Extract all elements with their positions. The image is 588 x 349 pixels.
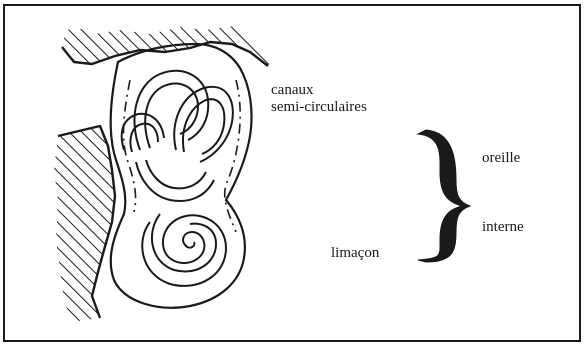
label-canals-line2: semi-circulaires xyxy=(271,99,367,116)
label-cochlea: limaçon xyxy=(331,245,379,262)
label-ear-line1: oreille xyxy=(482,150,520,167)
label-canals-line1: canaux xyxy=(271,82,367,99)
label-ear-line2: interne xyxy=(482,219,524,236)
vestibule xyxy=(136,160,214,201)
semicircular-canals xyxy=(122,71,233,162)
bracket-curly-brace xyxy=(418,130,470,262)
cochlea-spiral xyxy=(142,214,226,286)
label-semicircular-canals: canaux semi-circulaires xyxy=(271,82,367,117)
left-bone-hatching xyxy=(54,126,115,322)
